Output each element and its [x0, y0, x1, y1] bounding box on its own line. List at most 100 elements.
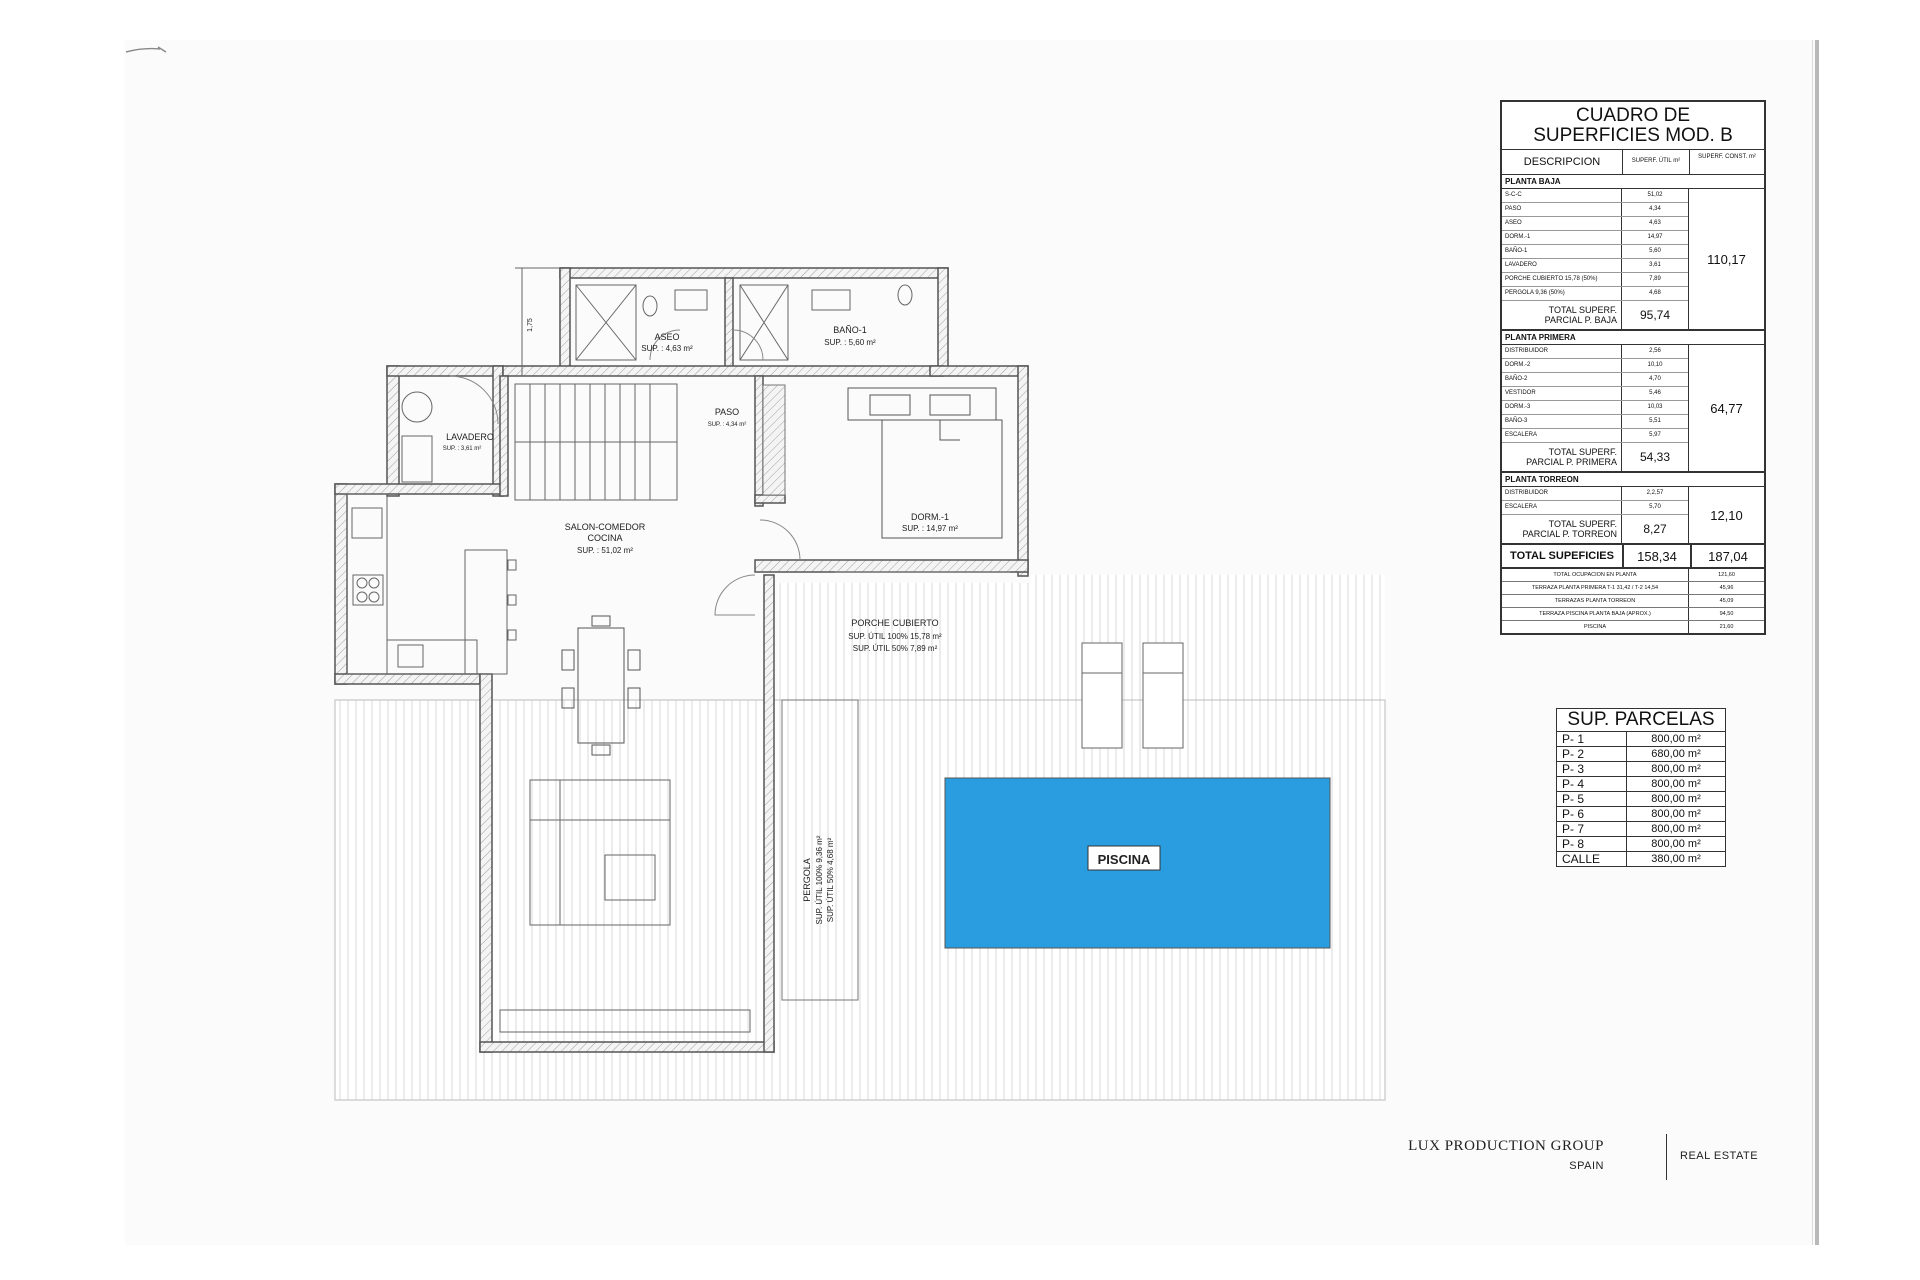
porche-area-100: SUP. ÚTIL 100% 15,78 m²: [848, 632, 942, 641]
constructed-area: 12,10: [1710, 507, 1743, 523]
table-row: BAÑO-1 5,60: [1502, 245, 1688, 259]
porche-area-50: SUP. ÚTIL 50% 7,89 m²: [853, 644, 938, 653]
row-description: ESCALERA: [1502, 429, 1622, 442]
room-lavadero: LAVADERO: [446, 432, 494, 442]
logo-country: SPAIN: [1569, 1160, 1604, 1172]
room-aseo: ASEO: [654, 332, 679, 342]
section-title: PLANTA PRIMERA: [1502, 331, 1764, 345]
col-useful-area: SUPERF. ÚTIL m²: [1623, 150, 1690, 174]
partial-label-line2: PARCIAL P. PRIMERA: [1526, 457, 1617, 467]
partial-label-line1: TOTAL SUPERF.: [1548, 305, 1617, 315]
bed: [847, 387, 1003, 539]
pergola-area-100: SUP. ÚTIL 100% 9,36 m²: [815, 835, 824, 924]
kitchen: [346, 493, 517, 675]
partial-total-value: 95,74: [1639, 308, 1671, 322]
row-value: 2,56: [1649, 348, 1661, 354]
pergola-area-50: SUP. ÚTIL 50% 4,68 m²: [826, 837, 835, 922]
row-value: 5,46: [1649, 390, 1661, 396]
total-surfaces-row: TOTAL SUPEFICIES 158,34 187,04: [1502, 545, 1764, 569]
sun-loungers: [1081, 642, 1184, 749]
paper-edge-shadow: [1815, 40, 1819, 1245]
logo-divider: [1666, 1134, 1667, 1180]
parcel-id: P- 5: [1557, 792, 1627, 806]
table-row: S-C-C 51,02: [1502, 189, 1688, 203]
parcel-id: P- 4: [1557, 777, 1627, 791]
row-value: 51,02: [1647, 192, 1663, 198]
extra-value: 94,50: [1719, 611, 1734, 617]
room-salon-cocina: COCINA: [587, 533, 622, 543]
partial-label-line1: TOTAL SUPERF.: [1548, 447, 1617, 457]
extra-description: TERRAZA PISCINA PLANTA BAJA (APROX.): [1502, 608, 1689, 620]
terrace-deck: [334, 575, 1386, 1101]
room-salon: SALON-COMEDOR: [565, 522, 646, 532]
parcel-id: P- 8: [1557, 837, 1627, 851]
parcel-area: 380,00 m²: [1651, 853, 1701, 865]
row-value: 14,97: [1647, 234, 1663, 240]
extra-description: TERRAZAS PLANTA TORREON: [1502, 595, 1689, 607]
pen-mark: [125, 46, 167, 53]
section-title: PLANTA BAJA: [1502, 175, 1764, 189]
extra-row: TERRAZA PISCINA PLANTA BAJA (APROX.) 94,5…: [1502, 608, 1764, 621]
surfaces-table-header: DESCRIPCION SUPERF. ÚTIL m² SUPERF. CONS…: [1502, 150, 1764, 175]
room-bano1: BAÑO-1: [833, 325, 867, 335]
dimension-label: 1,75: [527, 318, 534, 332]
logo-name: LUX PRODUCTION GROUP: [1408, 1138, 1604, 1154]
extra-value: 121,60: [1718, 572, 1735, 578]
table-row: DORM.-1 14,97: [1502, 231, 1688, 245]
section-title: PLANTA TORREON: [1502, 473, 1764, 487]
row-value: 4,34: [1649, 206, 1661, 212]
room-aseo-area: SUP. : 4,63 m²: [641, 344, 693, 353]
row-description: S-C-C: [1502, 189, 1622, 202]
room-dorm1: DORM.-1: [911, 512, 949, 522]
row-description: DISTRIBUIDOR: [1502, 487, 1622, 500]
surfaces-table-title: CUADRO DE SUPERFICIES MOD. B: [1502, 102, 1764, 150]
extra-row: TERRAZA PLANTA PRIMERA T-1 31,42 / T-2 1…: [1502, 582, 1764, 595]
row-description: BAÑO-2: [1502, 373, 1622, 386]
row-description: ASEO: [1502, 217, 1622, 230]
total-label: TOTAL SUPEFICIES: [1502, 545, 1624, 567]
extra-description: PISCINA: [1502, 621, 1689, 633]
parcel-area: 800,00 m²: [1651, 838, 1701, 850]
parcels-title: SUP. PARCELAS: [1557, 709, 1725, 732]
parcel-row: P- 8 800,00 m²: [1557, 837, 1725, 852]
extra-value: 45,96: [1719, 585, 1734, 591]
extra-description: TOTAL OCUPACION EN PLANTA: [1502, 569, 1689, 581]
logo-tagline: REAL ESTATE: [1680, 1150, 1759, 1162]
room-lavadero-area: SUP. : 3,61 m²: [443, 446, 482, 452]
room-dorm1-area: SUP. : 14,97 m²: [902, 524, 958, 533]
living-furniture: [499, 779, 751, 1033]
row-description: DORM.-1: [1502, 231, 1622, 244]
row-value: 10,10: [1647, 362, 1663, 368]
row-value: 5,60: [1649, 248, 1661, 254]
room-salon-area: SUP. : 51,02 m²: [577, 546, 633, 555]
partial-total-label: TOTAL SUPERF.PARCIAL P. PRIMERA: [1502, 443, 1622, 471]
walls: [334, 267, 1029, 1053]
table-row: PORCHE CUBIERTO 15,78 (50%)7,89: [1502, 273, 1688, 287]
row-value: 3,61: [1649, 262, 1661, 268]
partial-label-line1: TOTAL SUPERF.: [1548, 519, 1617, 529]
parcel-id: P- 3: [1557, 762, 1627, 776]
row-description: BAÑO-1: [1502, 245, 1622, 258]
table-row: PERGOLA 9,36 (50%)4,68: [1502, 287, 1688, 301]
dining-table: [561, 615, 641, 756]
company-logo: LUX PRODUCTION GROUP SPAIN REAL ESTATE: [1408, 1134, 1768, 1184]
parcel-id: P- 2: [1557, 747, 1627, 761]
